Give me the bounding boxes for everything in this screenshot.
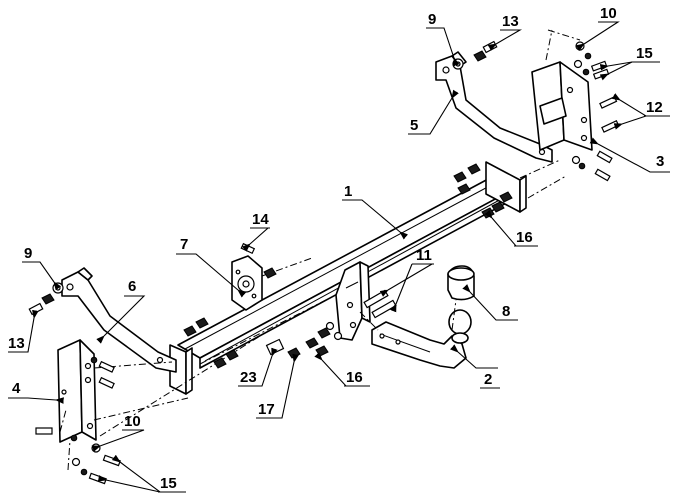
callout-16-right: 16 [516,229,533,246]
callout-16-centre: 16 [346,369,363,386]
callout-23: 23 [240,369,257,386]
callout-13-top: 13 [502,13,519,30]
callout-11: 11 [416,247,432,264]
ball-cover [447,265,475,301]
callout-4: 4 [12,380,21,397]
callout-7: 7 [180,236,188,253]
callout-10-bottom: 10 [124,413,141,430]
callout-15-top: 15 [636,45,653,62]
callout-5: 5 [410,117,418,134]
callout-14: 14 [252,211,269,228]
callout-9-top: 9 [428,11,436,28]
callout-3: 3 [656,153,664,170]
callout-1: 1 [344,183,352,200]
callout-2: 2 [484,371,492,388]
tow-ball-neck [371,309,472,369]
callout-10-top: 10 [600,5,617,22]
callout-underlines [8,21,670,493]
right-side-arm [435,51,553,163]
left-mounting-plate [57,339,97,443]
callout-9-left: 9 [24,245,32,262]
callout-12: 12 [646,99,663,116]
callout-8: 8 [502,303,510,320]
hardware [28,40,620,485]
callout-13-left: 13 [8,335,25,352]
right-mounting-plate [531,61,593,151]
callout-6: 6 [128,278,136,295]
callout-15-bottom: 15 [160,475,177,492]
assembly-guide-lines [59,29,581,471]
callout-17: 17 [258,401,275,418]
callout-labels: 1 2 3 4 5 6 7 8 9 9 10 10 11 12 13 13 14… [8,5,664,492]
socket-bracket [231,255,263,311]
